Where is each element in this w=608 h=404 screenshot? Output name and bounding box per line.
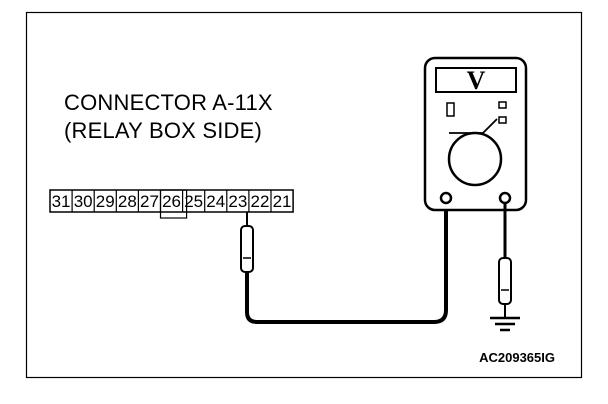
voltmeter: V	[423, 56, 528, 212]
terminal-com	[439, 191, 453, 205]
ground-probe-tip	[498, 257, 512, 305]
range-button-left	[446, 102, 455, 117]
connector-subtitle: (RELAY BOX SIDE)	[64, 118, 262, 143]
highlighted-pin-frame	[159, 189, 188, 219]
terminal-v	[498, 191, 512, 205]
pin-24: 24	[206, 192, 225, 211]
ground-lead	[498, 203, 512, 318]
pin-28: 28	[118, 192, 137, 211]
probe-wire	[245, 203, 448, 324]
pin-22: 22	[250, 192, 269, 211]
pin-21: 21	[273, 192, 292, 211]
probe-tip	[240, 225, 254, 273]
range-button-right-top	[498, 101, 507, 109]
pin-31: 31	[52, 192, 71, 211]
pin-30: 30	[74, 192, 93, 211]
connector-title: CONNECTOR A-11X	[64, 90, 273, 115]
figure-code: AC209365IG	[479, 350, 555, 365]
pin-27: 27	[140, 192, 159, 211]
ground-symbol-icon	[490, 316, 520, 332]
pin-26: 26	[162, 192, 181, 211]
pin-23: 23	[228, 192, 247, 211]
diagram-frame	[25, 11, 583, 379]
voltmeter-display-symbol: V	[467, 66, 486, 95]
range-button-right-bottom	[498, 116, 507, 124]
voltmeter-display	[435, 67, 517, 93]
probe-lead	[240, 203, 448, 324]
pin-29: 29	[96, 192, 115, 211]
selector-dial	[447, 131, 503, 187]
pin-25: 25	[184, 192, 203, 211]
